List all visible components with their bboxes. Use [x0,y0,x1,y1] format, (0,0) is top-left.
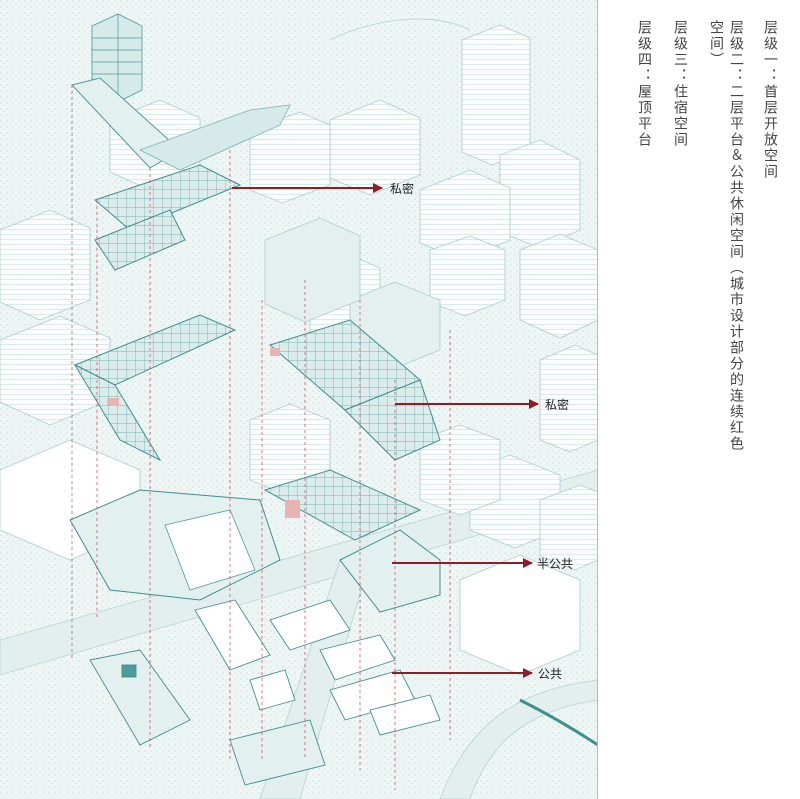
label-private-accommodation: 私密 [545,398,570,412]
legend-level-2: 层级二：二层平台＆公共休闲空间（城市设计部分的连续红色 [728,20,744,452]
legend-panel: 层级一：首层开放空间 层级二：二层平台＆公共休闲空间（城市设计部分的连续红色 空… [600,0,800,799]
axonometric-illustration [0,0,598,799]
teal-path-edge [519,698,598,747]
level-3-accommodation [73,314,441,462]
projection-lines [71,85,451,790]
annotation-arrows [232,183,539,678]
highlight-red-space [270,348,280,356]
highlight-red-space [285,500,300,518]
legend-level-4: 层级四：屋顶平台 [636,20,652,148]
legend-level-1: 层级一：首层开放空间 [762,20,778,180]
level-2-platform [69,469,441,613]
level-1-ground-open-space [89,599,441,786]
legend-level-3: 层级三：住宿空间 [672,20,688,148]
label-private-roof: 私密 [390,182,415,196]
level-4-rooftop-platform [71,77,291,271]
label-public: 公共 [538,667,563,681]
label-semi-public: 半公共 [537,557,574,571]
axonometric-drawing: 私密 私密 半公共 公共 [0,0,598,799]
legend-level-2-continuation: 空间） [708,20,724,68]
highlight-red-space [107,398,119,406]
panel-divider [597,0,598,799]
